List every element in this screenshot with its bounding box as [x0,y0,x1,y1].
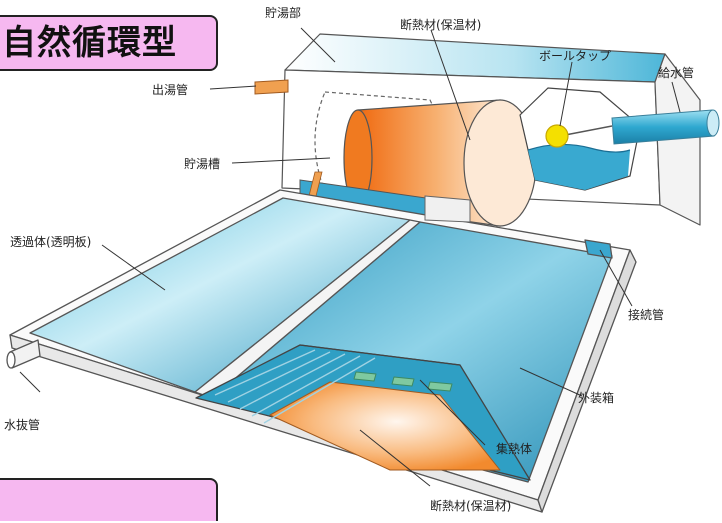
label-collector: 集熱体 [496,442,533,456]
collector-box [6,189,637,513]
ball-tap-chamber [519,87,641,191]
tank-support [424,195,471,223]
title-banner: 自然循環型 [0,15,218,71]
label-storage-part: 貯湯部 [265,6,302,20]
label-drain-pipe: 水抜管 [4,418,41,432]
label-transparent-cover: 透過体(透明板) [10,235,92,249]
label-insulation-top: 断熱材(保温材) [400,18,482,32]
leader-lines [19,27,681,487]
label-storage-tank: 貯湯槽 [184,157,221,171]
bottom-banner [0,478,218,521]
water-supply-pipe-shape [611,109,720,145]
label-outer-box: 外装箱 [578,391,615,405]
label-insulation-bottom: 断熱材(保温材) [430,499,512,513]
hot-water-pipe-shape [254,79,289,95]
title-banner-text: 自然循環型 [2,23,177,63]
label-water-supply-pipe: 給水管 [658,66,695,80]
label-hot-water-outlet: 出湯管 [152,83,189,97]
label-connecting-pipe: 接続管 [628,308,665,322]
label-ball-tap: ボールタップ [539,49,612,63]
